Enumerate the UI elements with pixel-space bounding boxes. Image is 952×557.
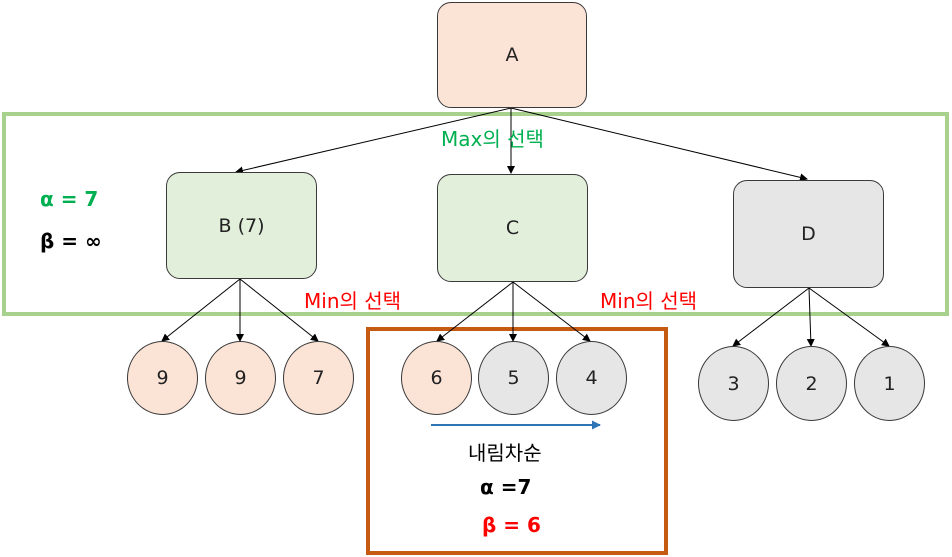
node-b-label: B (7) <box>218 214 265 237</box>
edge-a-b <box>235 107 512 175</box>
node-c: C <box>437 174 588 282</box>
edge-d-leaf2 <box>806 287 815 347</box>
leaf-d3: 1 <box>854 346 925 421</box>
leaf-b1-value: 9 <box>156 367 169 389</box>
leaf-d2-value: 2 <box>805 372 818 395</box>
node-d-label: D <box>801 223 816 245</box>
node-b: B (7) <box>166 172 317 279</box>
leaf-b3: 7 <box>283 341 354 415</box>
edge-b-leaf3 <box>239 278 319 342</box>
edge-c-leaf3 <box>512 281 591 342</box>
alpha-value-left: α = 7 <box>40 187 99 211</box>
node-a: A <box>437 2 587 108</box>
edge-d-leaf1 <box>732 287 810 347</box>
node-a-label: A <box>505 44 519 66</box>
min-choice-label-left: Min의 선택 <box>304 289 402 313</box>
leaf-c1-value: 6 <box>430 367 443 389</box>
max-level-frame <box>2 112 949 316</box>
leaf-b2: 9 <box>205 341 276 415</box>
max-choice-label: Max의 선택 <box>441 127 544 151</box>
leaf-c3-value: 4 <box>585 367 598 389</box>
edge-d-leaf3 <box>808 287 890 347</box>
node-d: D <box>733 180 884 288</box>
leaf-c1: 6 <box>401 341 472 415</box>
leaf-c2: 5 <box>478 341 549 415</box>
leaf-d3-value: 1 <box>883 372 896 395</box>
leaf-b1: 9 <box>127 341 198 415</box>
pruned-subtree-frame <box>366 327 668 555</box>
descending-label: 내림차순 <box>468 441 542 465</box>
min-choice-label-right: Min의 선택 <box>600 289 698 313</box>
edge-c-leaf1 <box>436 281 514 342</box>
edge-b-leaf1 <box>161 278 241 342</box>
edge-a-d <box>510 107 808 182</box>
beta-value-box: β = 6 <box>482 513 541 537</box>
leaf-d2: 2 <box>776 346 847 421</box>
beta-value-left: β = ∞ <box>40 229 102 253</box>
node-c-label: C <box>505 217 520 239</box>
leaf-b3-value: 7 <box>312 367 325 389</box>
leaf-d1: 3 <box>698 346 769 421</box>
leaf-c2-value: 5 <box>507 367 520 389</box>
leaf-b2-value: 9 <box>234 367 247 389</box>
alpha-value-box: α =7 <box>480 475 532 499</box>
leaf-c3: 4 <box>556 341 627 415</box>
leaf-d1-value: 3 <box>727 372 740 395</box>
